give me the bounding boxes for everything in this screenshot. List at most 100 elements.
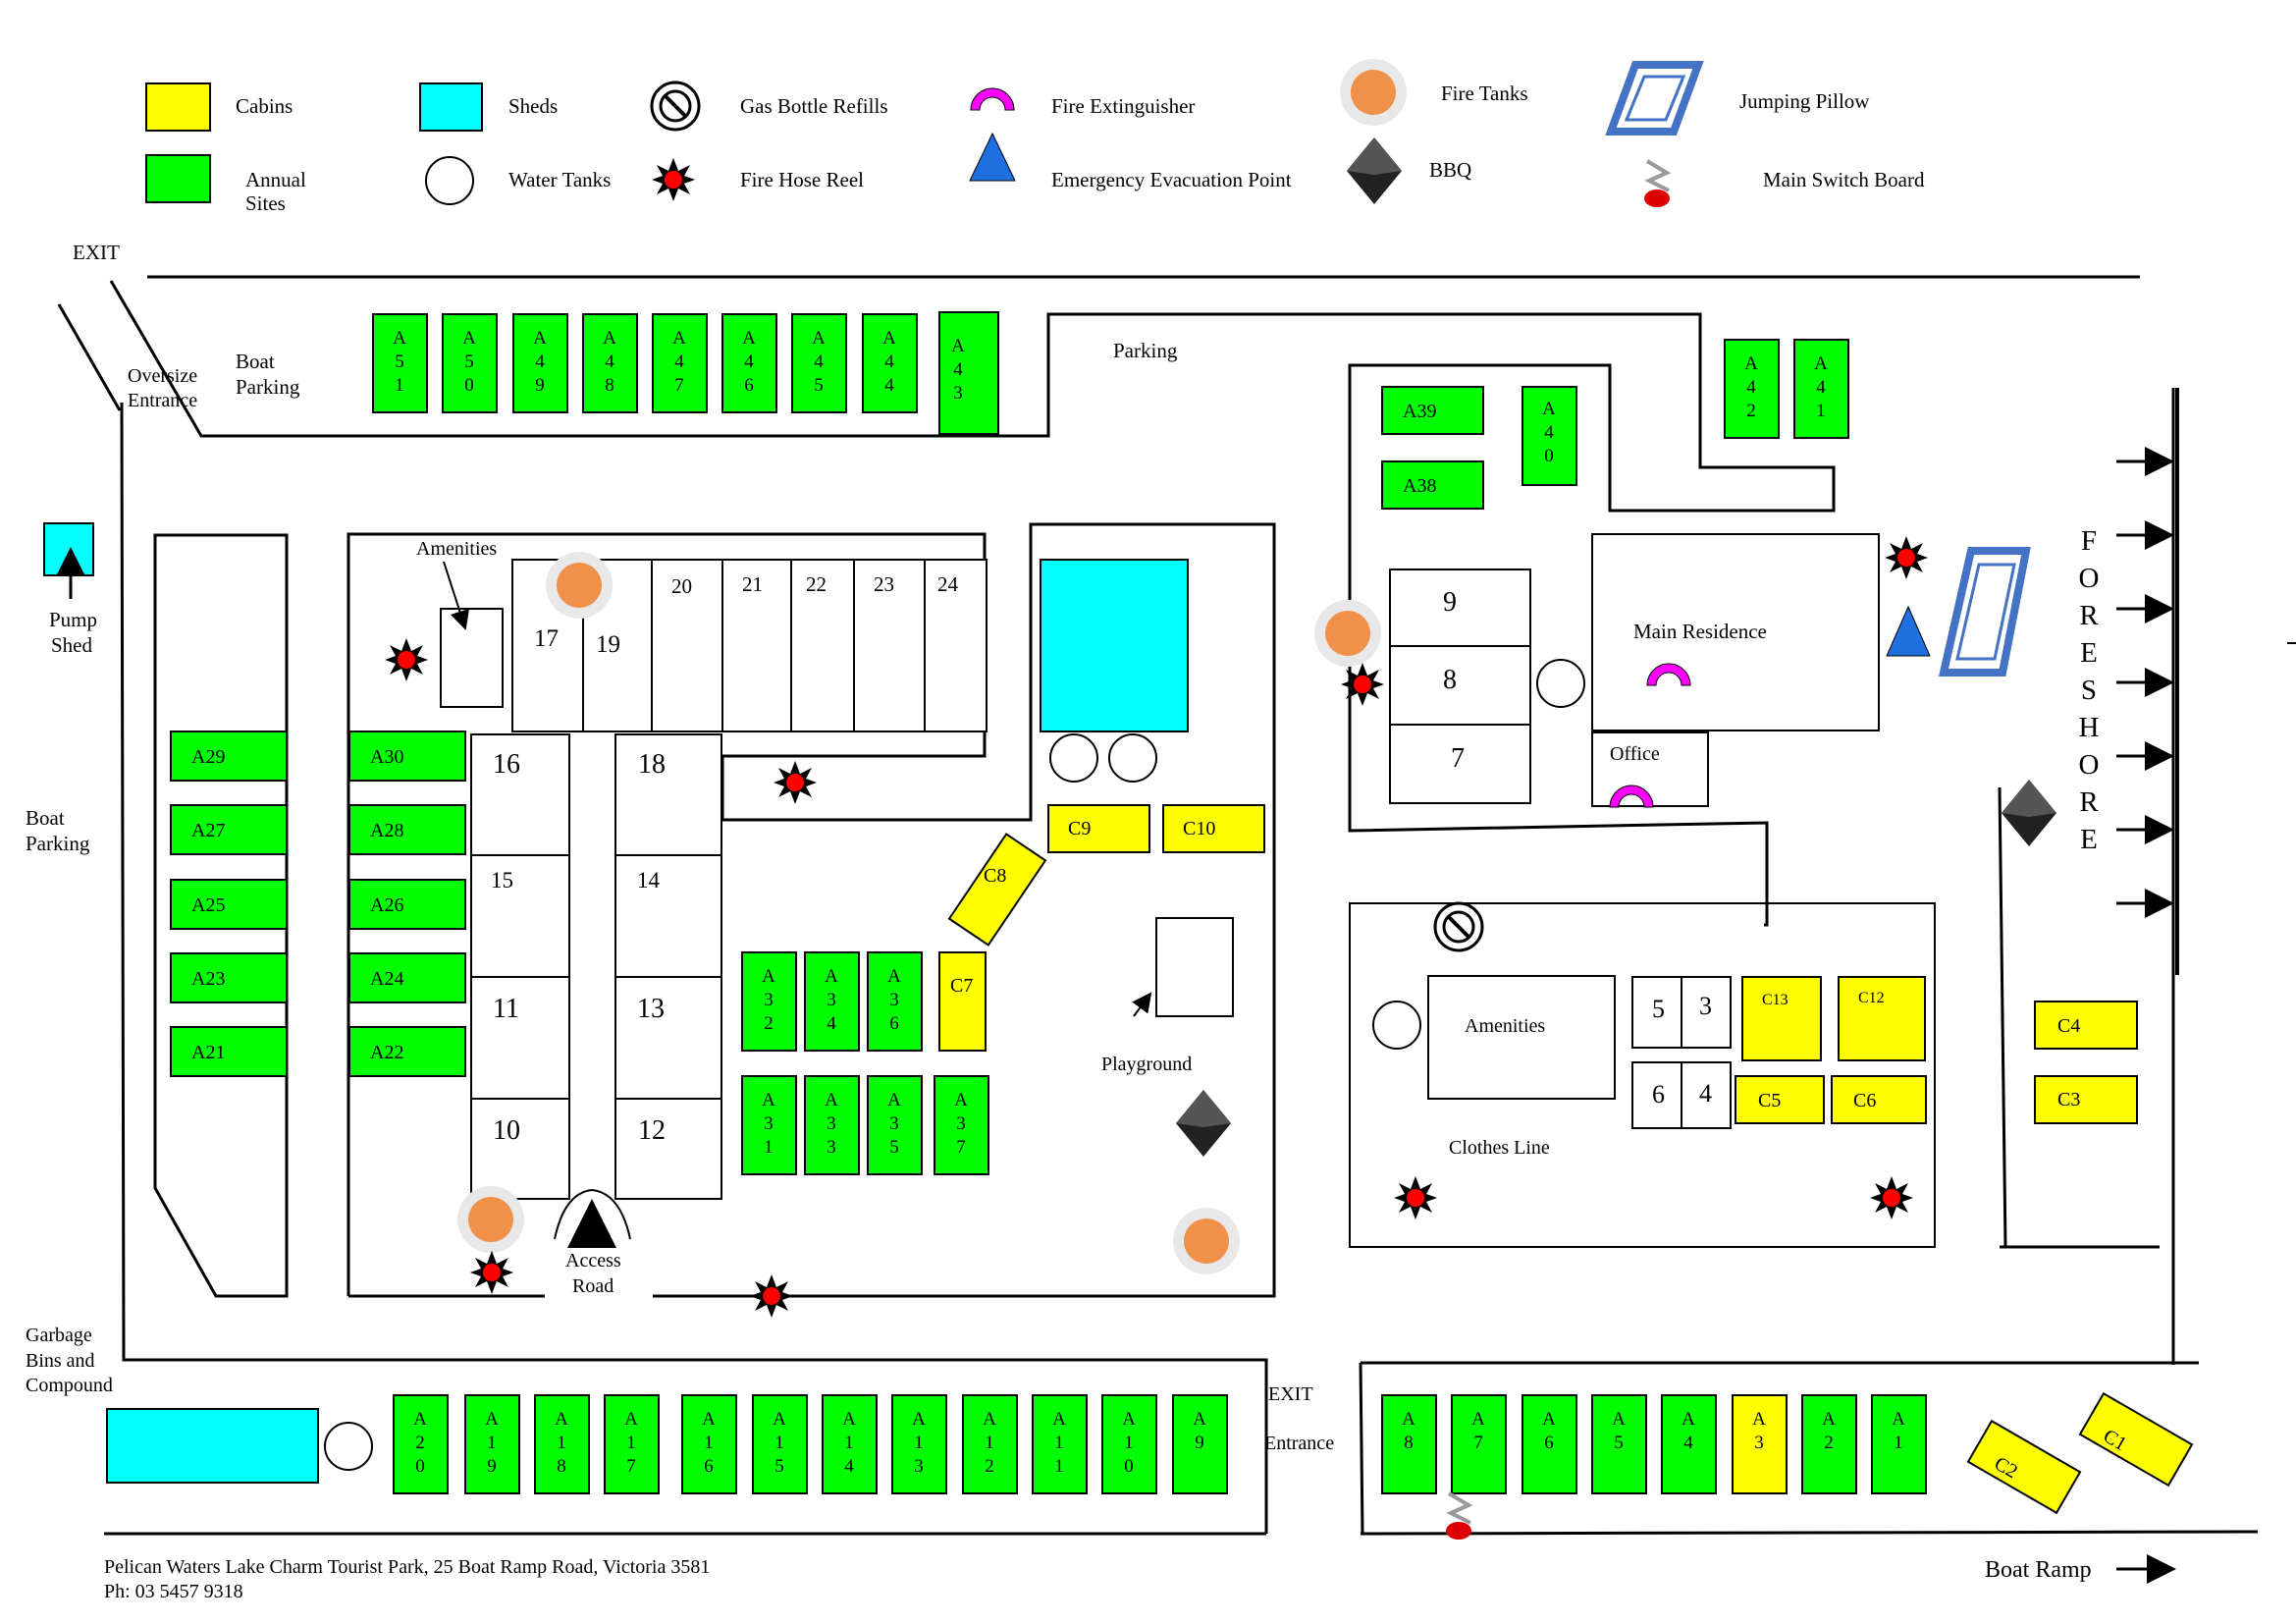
shed[interactable]: [1040, 559, 1189, 732]
annual-site[interactable]: [1522, 386, 1577, 486]
svg-text:3: 3: [827, 990, 836, 1010]
site-7[interactable]: [1389, 724, 1531, 804]
annual-site[interactable]: [348, 804, 466, 855]
site-18[interactable]: [614, 733, 722, 856]
annual-site[interactable]: [348, 1026, 466, 1077]
annual-site[interactable]: [1724, 339, 1780, 439]
annual-site[interactable]: [681, 1394, 737, 1494]
cabin-c12[interactable]: [1838, 976, 1926, 1061]
annual-site[interactable]: [348, 731, 466, 782]
jumping-pillow-icon[interactable]: [1944, 551, 2026, 673]
annual-site[interactable]: [170, 879, 288, 930]
cabin-c2[interactable]: [1966, 1419, 2082, 1515]
annual-site[interactable]: [741, 951, 797, 1052]
annual-site[interactable]: [464, 1394, 520, 1494]
fire-tank-icon: [457, 1186, 524, 1253]
annual-site[interactable]: [1381, 386, 1484, 435]
annual-site[interactable]: [822, 1394, 878, 1494]
annual-site[interactable]: [804, 1075, 860, 1175]
cabin-c4[interactable]: [2034, 1001, 2138, 1050]
svg-text:8: 8: [557, 1456, 566, 1477]
site-15[interactable]: [470, 854, 570, 978]
annual-site[interactable]: [1172, 1394, 1228, 1494]
svg-text:A: A: [1052, 1409, 1066, 1430]
office[interactable]: [1591, 731, 1709, 807]
annual-site[interactable]: [867, 1075, 923, 1175]
site-22[interactable]: [790, 559, 855, 732]
cabin-c7[interactable]: [938, 951, 987, 1052]
annual-site[interactable]: [1801, 1394, 1857, 1494]
annual-site[interactable]: [170, 804, 288, 855]
playground[interactable]: [1155, 917, 1234, 1017]
annual-site[interactable]: [170, 1026, 288, 1077]
site-23[interactable]: [853, 559, 926, 732]
site-11[interactable]: [470, 976, 570, 1100]
annual-site[interactable]: [1522, 1394, 1577, 1494]
site-8[interactable]: [1389, 645, 1531, 726]
annual-site[interactable]: [582, 313, 638, 413]
site-14[interactable]: [614, 854, 722, 978]
annual-site[interactable]: [170, 731, 288, 782]
site-5[interactable]: [1631, 976, 1682, 1049]
site-6[interactable]: [1631, 1061, 1682, 1129]
annual-site[interactable]: [348, 952, 466, 1003]
annual-site[interactable]: [1451, 1394, 1507, 1494]
site-3[interactable]: [1681, 976, 1732, 1049]
cabin-c9[interactable]: [1047, 804, 1150, 853]
svg-text:1: 1: [1124, 1433, 1134, 1453]
annual-site[interactable]: [348, 879, 466, 930]
cabin-c13[interactable]: [1741, 976, 1822, 1061]
cabin-label: C10: [1183, 818, 1215, 839]
cabin-c3[interactable]: [2034, 1075, 2138, 1124]
site-number: 6: [1652, 1080, 1665, 1109]
annual-site[interactable]: [891, 1394, 947, 1494]
site-16[interactable]: [470, 733, 570, 856]
main-residence[interactable]: [1591, 533, 1880, 731]
cabin-c5[interactable]: [1735, 1075, 1825, 1124]
annual-site[interactable]: [938, 311, 999, 435]
boat-ramp-label: Boat Ramp: [1985, 1557, 2092, 1583]
cabin-c1[interactable]: [2078, 1391, 2194, 1488]
annual-site[interactable]: [862, 313, 918, 413]
site-13[interactable]: [614, 976, 722, 1100]
annual-site[interactable]: [1871, 1394, 1927, 1494]
annual-site[interactable]: [752, 1394, 808, 1494]
annual-site[interactable]: [962, 1394, 1018, 1494]
annual-site[interactable]: [512, 313, 568, 413]
annual-site[interactable]: [1381, 1394, 1437, 1494]
annual-site[interactable]: [741, 1075, 797, 1175]
cabin-site-a3[interactable]: [1732, 1394, 1788, 1494]
annual-site[interactable]: [442, 313, 498, 413]
annual-site[interactable]: [534, 1394, 590, 1494]
svg-text:A: A: [1122, 1409, 1136, 1430]
annual-site[interactable]: [170, 952, 288, 1003]
annual-site[interactable]: [652, 313, 708, 413]
annual-site[interactable]: [372, 313, 428, 413]
cabin-c6[interactable]: [1831, 1075, 1927, 1124]
annual-site[interactable]: [1661, 1394, 1717, 1494]
annual-site[interactable]: [1381, 460, 1484, 510]
cabin-c8[interactable]: [947, 833, 1047, 947]
site-4[interactable]: [1681, 1061, 1732, 1129]
site-number: 13: [637, 994, 665, 1024]
annual-site[interactable]: [1032, 1394, 1088, 1494]
site-24[interactable]: [924, 559, 988, 732]
annual-site[interactable]: [1591, 1394, 1647, 1494]
annual-site[interactable]: [1793, 339, 1849, 439]
svg-text:7: 7: [674, 375, 684, 396]
amenities-building[interactable]: [440, 608, 504, 708]
annual-site[interactable]: [934, 1075, 989, 1175]
site-21[interactable]: [721, 559, 792, 732]
annual-site[interactable]: [604, 1394, 660, 1494]
site-9[interactable]: [1389, 568, 1531, 647]
amenities-building[interactable]: [1427, 975, 1616, 1100]
annual-site[interactable]: [393, 1394, 449, 1494]
annual-site[interactable]: [1101, 1394, 1157, 1494]
annual-site[interactable]: [791, 313, 847, 413]
site-10[interactable]: [470, 1098, 570, 1200]
annual-site[interactable]: [721, 313, 777, 413]
annual-site[interactable]: [867, 951, 923, 1052]
cabin-c10[interactable]: [1162, 804, 1265, 853]
site-12[interactable]: [614, 1098, 722, 1200]
annual-site[interactable]: [804, 951, 860, 1052]
